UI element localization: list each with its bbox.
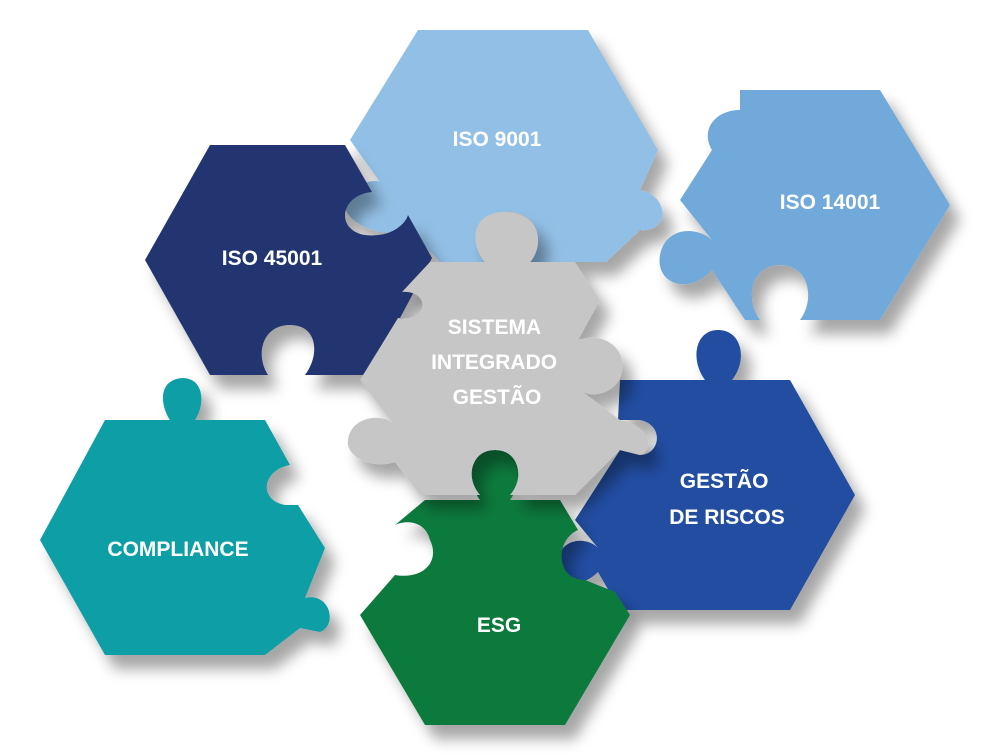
piece-iso-45001-shape xyxy=(145,145,432,375)
piece-label-iso-14001: ISO 14001 xyxy=(780,191,881,214)
piece-compliance: COMPLIANCE xyxy=(40,378,330,655)
piece-sistema-integrado: SISTEMA INTEGRADO GESTÃO xyxy=(347,212,649,495)
piece-compliance-shape xyxy=(40,378,330,655)
piece-iso-9001-shape xyxy=(345,30,663,262)
piece-label-gestao-de-riscos: GESTÃO DE RISCOS xyxy=(669,470,785,529)
piece-iso-14001-shape xyxy=(659,90,950,320)
piece-label-esg: ESG xyxy=(477,614,521,637)
piece-iso-14001: ISO 14001 xyxy=(659,90,950,320)
piece-gestao-de-riscos-shape xyxy=(557,330,855,610)
piece-label-compliance: COMPLIANCE xyxy=(107,538,248,561)
piece-sistema-integrado-shape xyxy=(347,212,649,495)
piece-gestao-de-riscos: GESTÃO DE RISCOS xyxy=(557,330,855,610)
piece-label-iso-9001: ISO 9001 xyxy=(453,128,542,151)
piece-iso-9001: ISO 9001 xyxy=(345,30,663,262)
piece-esg-shape xyxy=(360,450,630,725)
piece-iso-45001: ISO 45001 xyxy=(145,145,432,375)
piece-label-sistema-integrado: SISTEMA INTEGRADO GESTÃO xyxy=(431,316,563,409)
piece-label-iso-45001: ISO 45001 xyxy=(222,247,323,270)
piece-esg: ESG xyxy=(360,450,630,725)
